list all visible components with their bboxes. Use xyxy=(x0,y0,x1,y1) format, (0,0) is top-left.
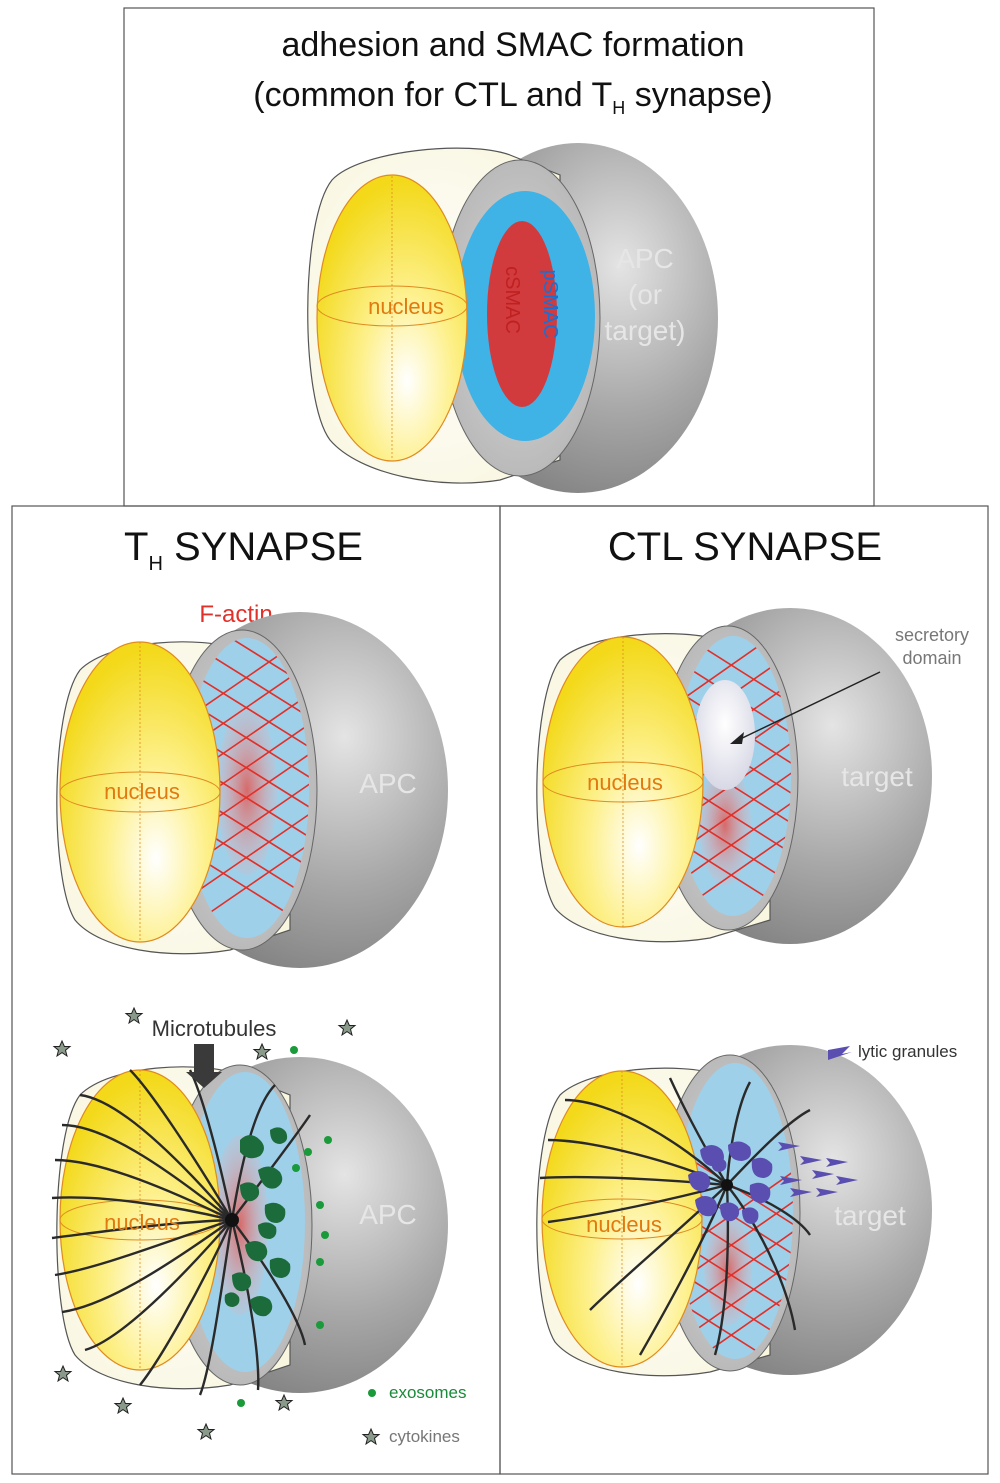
microtubule-bundle xyxy=(51,1069,311,1396)
legend-exosomes: exosomes xyxy=(389,1383,466,1402)
th-microtubule-diagram xyxy=(51,1044,448,1407)
ctl-target-label-2: target xyxy=(834,1200,906,1231)
th-nucleus-label-2: nucleus xyxy=(104,1210,180,1235)
csmac-label: cSMAC xyxy=(501,266,523,334)
ctl-nucleus-label-1: nucleus xyxy=(587,770,663,795)
microtubules-arrow xyxy=(186,1044,222,1088)
central-zone xyxy=(699,765,751,885)
th-apc-label-2: APC xyxy=(359,1199,417,1230)
microtubules-label: Microtubules xyxy=(152,1016,277,1041)
exosome-clusters xyxy=(224,1127,291,1317)
ctl-panel-title: CTL SYNAPSE xyxy=(608,525,882,569)
released-lytic-granules xyxy=(778,1142,858,1197)
ctl-panel-frame xyxy=(499,505,989,1475)
top-nucleus-label: nucleus xyxy=(368,294,444,319)
th-apc-label-1: APC xyxy=(359,768,417,799)
top-title-line2: (common for CTL and TH synapse) xyxy=(253,76,772,118)
secretory-label-line1: secretory xyxy=(895,625,969,645)
ctl-secretory-diagram xyxy=(536,608,932,944)
top-title-line1: adhesion and SMAC formation xyxy=(281,26,744,64)
top-apc-line1: APC xyxy=(616,243,674,274)
ctl-nucleus-label-2: nucleus xyxy=(586,1212,662,1237)
top-apc-line3: target) xyxy=(605,315,686,346)
mtoc-center xyxy=(721,1179,733,1191)
legend-lytic-icon xyxy=(828,1046,852,1060)
ctl-target-label-1: target xyxy=(841,761,913,792)
legend-lytic-granules: lytic granules xyxy=(858,1042,957,1061)
actin-mesh xyxy=(185,638,309,938)
central-zone xyxy=(217,705,277,875)
secretory-pointer-head xyxy=(730,732,744,744)
th-nucleus-label-1: nucleus xyxy=(104,779,180,804)
psmac-label: pSMAC xyxy=(539,270,561,339)
top-apc-line2: (or xyxy=(628,279,662,310)
cytokine-stars xyxy=(52,1006,357,1441)
secretory-pointer-line xyxy=(733,671,881,743)
csmac-zone xyxy=(487,221,557,407)
secretory-domain xyxy=(695,680,755,790)
th-panel-title: TH SYNAPSE xyxy=(124,525,363,575)
top-smac-diagram xyxy=(307,143,718,493)
lytic-granule-cluster xyxy=(688,1141,773,1224)
secretory-label-line2: domain xyxy=(902,648,961,668)
th-factin-diagram xyxy=(56,612,448,968)
free-exosomes xyxy=(237,1046,332,1407)
central-zone xyxy=(212,1135,268,1315)
ctl-lytic-diagram xyxy=(536,1045,932,1377)
legend-cytokine-star xyxy=(361,1427,381,1446)
actin-mesh xyxy=(677,1139,793,1359)
legend-cytokines: cytokines xyxy=(389,1427,460,1446)
mtoc-center xyxy=(225,1213,239,1227)
legend-exosome-dot xyxy=(368,1389,376,1397)
